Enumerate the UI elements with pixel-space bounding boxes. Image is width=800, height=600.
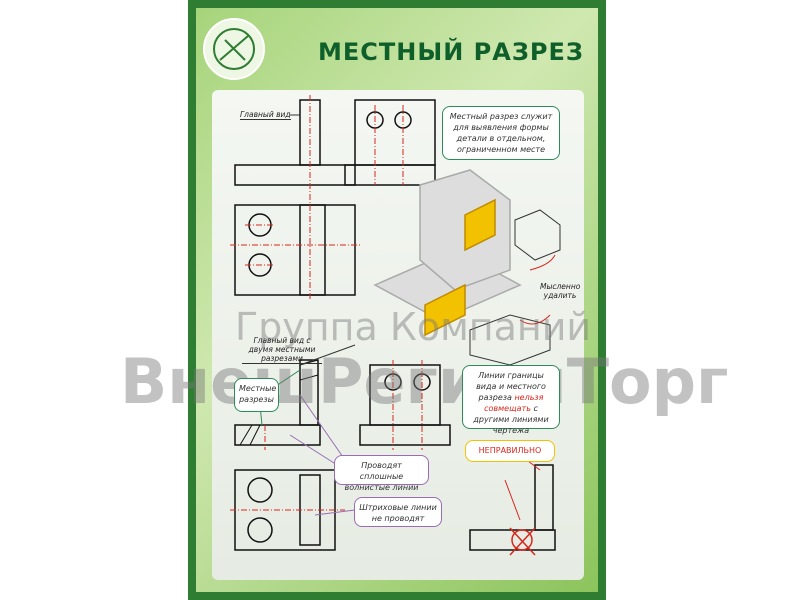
page-title: МЕСТНЫЙ РАЗРЕЗ <box>318 38 584 66</box>
wrong-example-drawing <box>469 454 556 556</box>
watermark-line2: ВнешРегионТорг <box>120 345 729 418</box>
watermark-line1: Группа Компаний <box>235 305 592 349</box>
main-view-two-sections-label: Главный вид с двумя местными разрезами <box>242 336 322 364</box>
logo-icon <box>203 18 265 80</box>
local-sections-note: Местные разрезы <box>234 378 279 412</box>
boundary-note-text-2: с другими линиями чертежа <box>473 404 549 435</box>
dashed-lines-note: Штриховые линии не проводят <box>354 497 442 527</box>
wrong-label: НЕПРАВИЛЬНО <box>465 440 555 462</box>
wavy-lines-note: Проводят сплошные волнистые линии <box>334 455 429 492</box>
definition-note: Местный разрез служит для выявления форм… <box>442 106 560 160</box>
removed-pieces <box>469 209 561 366</box>
local-section-drawing <box>230 359 451 551</box>
isometric-part <box>373 169 522 337</box>
boundary-note: Линии границы вида и местного разреза не… <box>462 365 560 435</box>
front-view-drawing <box>230 95 436 300</box>
main-view-label: Главный вид <box>240 110 291 120</box>
boundary-note-text-1: Линии границы вида и местного разреза <box>476 371 546 402</box>
boundary-note-warning: нельзя совмещать <box>484 393 544 413</box>
remove-mentally-label: Мысленно удалить <box>540 282 581 300</box>
